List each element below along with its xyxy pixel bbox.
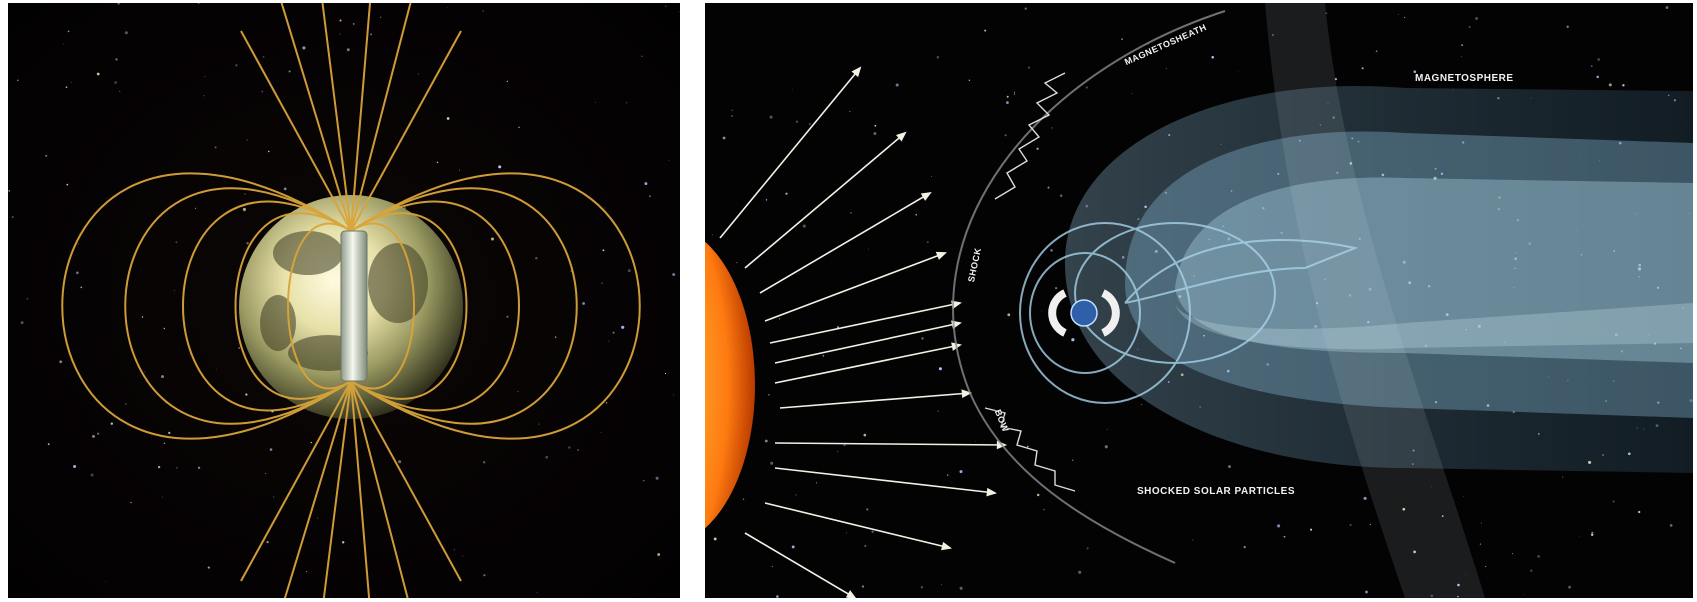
magnetosphere-label: MAGNETOSPHERE [1415, 73, 1514, 84]
milky-way-band [1265, 3, 1485, 598]
earth-magnetic-field-image [8, 3, 680, 598]
magnetosphere-layer-2 [1175, 177, 1693, 363]
magnetosphere-illustration [705, 3, 1693, 598]
radiation-belt-right [1101, 289, 1120, 337]
plasma-sheet [1175, 303, 1693, 350]
bar-magnet-icon [340, 230, 368, 382]
magnetosphere-layer-1 [1125, 131, 1693, 418]
earth-icon [1070, 299, 1098, 327]
magnetosphere-outer [1065, 85, 1693, 473]
shock-zigzag-upper [994, 72, 1066, 200]
shocked-solar-particles-label: SHOCKED SOLAR PARTICLES [1137, 486, 1295, 497]
star-field [8, 3, 680, 594]
radiation-belt-left [1048, 289, 1067, 337]
magnetosphere-diagram-image: MAGNETOSHEATH MAGNETOSPHERE SHOCK BOW SH… [705, 3, 1693, 598]
magnetic-field-lines [61, 3, 641, 598]
bow-shock-boundary [952, 10, 1226, 564]
solar-wind-arrows [719, 66, 1008, 598]
shock-zigzag-lower [984, 407, 1076, 492]
magnetosphere-inner-loops [1019, 222, 1359, 404]
sun-icon [705, 241, 755, 529]
earth-dipole-illustration [8, 3, 680, 598]
